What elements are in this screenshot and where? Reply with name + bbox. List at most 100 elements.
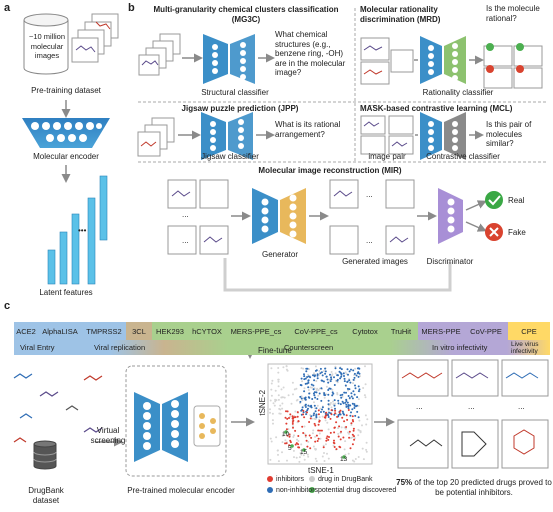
- tsne-point: [296, 415, 299, 418]
- tsne-point: [365, 450, 368, 453]
- tsne-point: [339, 413, 342, 416]
- mcl-question: Is this pair of molecules similar?: [486, 120, 532, 148]
- tsne-point: [313, 379, 316, 382]
- tsne-point: [344, 371, 347, 374]
- tsne-point: [325, 437, 328, 440]
- tsne-point: [284, 416, 287, 419]
- tsne-point: [351, 419, 354, 421]
- tsne-point: [353, 372, 356, 375]
- tsne-point: [303, 390, 306, 393]
- tsne-point: [334, 365, 337, 368]
- tsne-point: [333, 439, 335, 442]
- tsne-point: [312, 374, 314, 377]
- mrd-images: [360, 37, 414, 85]
- tsne-point: [310, 436, 313, 439]
- tsne-point: [298, 460, 301, 463]
- panel-label-a: a: [4, 2, 11, 14]
- mir-generated-label: Generated images: [342, 257, 408, 266]
- tsne-point: [281, 451, 283, 454]
- tsne-point: [307, 386, 310, 389]
- tsne-point: [304, 436, 307, 438]
- tsne-point: [322, 410, 325, 413]
- tsne-point: [337, 414, 340, 416]
- tsne-point: [341, 400, 344, 403]
- tsne-point: [326, 452, 328, 455]
- tsne-point: [295, 387, 298, 390]
- tsne-point: [357, 434, 360, 437]
- tsne-point: [307, 389, 310, 391]
- tsne-point: [357, 416, 360, 419]
- tsne-point: [327, 410, 330, 412]
- tsne-point: [272, 402, 275, 405]
- tsne-point: [342, 372, 345, 375]
- tsne-point: [327, 389, 330, 391]
- tsne-point: [315, 380, 318, 382]
- tsne-point: [317, 413, 320, 416]
- tsne-point: [322, 444, 325, 447]
- tsne-point: [304, 406, 307, 408]
- mir-discriminator: [438, 188, 463, 244]
- tsne-point: [269, 437, 272, 440]
- tsne-point: [345, 426, 348, 428]
- tsne-point: [317, 394, 320, 397]
- tsne-point: [270, 367, 273, 370]
- assay-target-cytotox: Cytotox: [346, 322, 385, 340]
- tsne-point: [304, 434, 307, 437]
- legend-non-inhibitors: non-inhibitors: [276, 487, 319, 494]
- fine-tune-label: Fine-tune: [258, 346, 292, 355]
- tsne-point: [303, 387, 306, 390]
- tsne-point: [342, 412, 345, 415]
- tsne-point: [330, 378, 333, 381]
- tsne-point: [336, 393, 339, 396]
- tsne-point: [365, 441, 368, 444]
- tsne-point: [326, 421, 329, 424]
- tsne-point: [354, 367, 357, 370]
- tsne-point: [326, 435, 329, 438]
- tsne-point: [320, 411, 322, 413]
- tsne-point: [323, 452, 325, 454]
- tsne-point: [318, 387, 321, 390]
- tsne-point: [288, 435, 291, 438]
- mrd-encoder: [420, 36, 466, 84]
- tsne-point: [314, 396, 317, 399]
- assay-category-counterscreen: Counterscreen: [284, 343, 334, 352]
- tsne-point: [292, 393, 294, 396]
- drugbank-database-icon: [33, 440, 57, 470]
- tsne-point: [351, 443, 354, 446]
- tsne-point: [319, 372, 322, 375]
- tsne-point: [347, 404, 350, 406]
- tsne-point: [318, 432, 321, 435]
- tsne-point: [270, 388, 273, 391]
- assay-category-viral-entry: Viral Entry: [20, 343, 55, 352]
- tsne-point: [352, 390, 355, 393]
- tsne-point: [300, 367, 303, 370]
- tsne-point: [327, 438, 330, 441]
- tsne-point: [298, 456, 301, 459]
- tsne-point: [351, 415, 354, 418]
- mir-input-images: [167, 179, 229, 255]
- tsne-point: [357, 404, 360, 407]
- pretrained-encoder: [134, 392, 221, 462]
- tsne-point: [355, 374, 358, 377]
- mcl-images: [360, 115, 414, 155]
- assay-target-ace2: ACE2: [14, 322, 39, 340]
- tsne-point: [315, 460, 318, 463]
- tsne-point: [323, 370, 325, 372]
- tsne-point: [297, 443, 300, 446]
- tsne-point: [314, 424, 317, 427]
- tsne-point: [337, 427, 340, 430]
- tsne-point: [303, 458, 306, 461]
- tsne-point: [295, 442, 298, 445]
- tsne-point: [314, 435, 317, 438]
- tsne-point: [320, 371, 323, 374]
- tsne-point: [316, 377, 319, 380]
- tsne-point: [307, 407, 309, 410]
- tsne-point: [352, 382, 354, 385]
- tsne-point: [354, 387, 357, 390]
- mrd-title: Molecular rationality discrimination (MR…: [360, 5, 441, 24]
- tsne-point: [269, 399, 272, 402]
- tsne-point: [361, 447, 364, 450]
- tsne-point: [315, 448, 317, 451]
- tsne-point: [354, 458, 357, 460]
- tsne-point: [282, 433, 285, 436]
